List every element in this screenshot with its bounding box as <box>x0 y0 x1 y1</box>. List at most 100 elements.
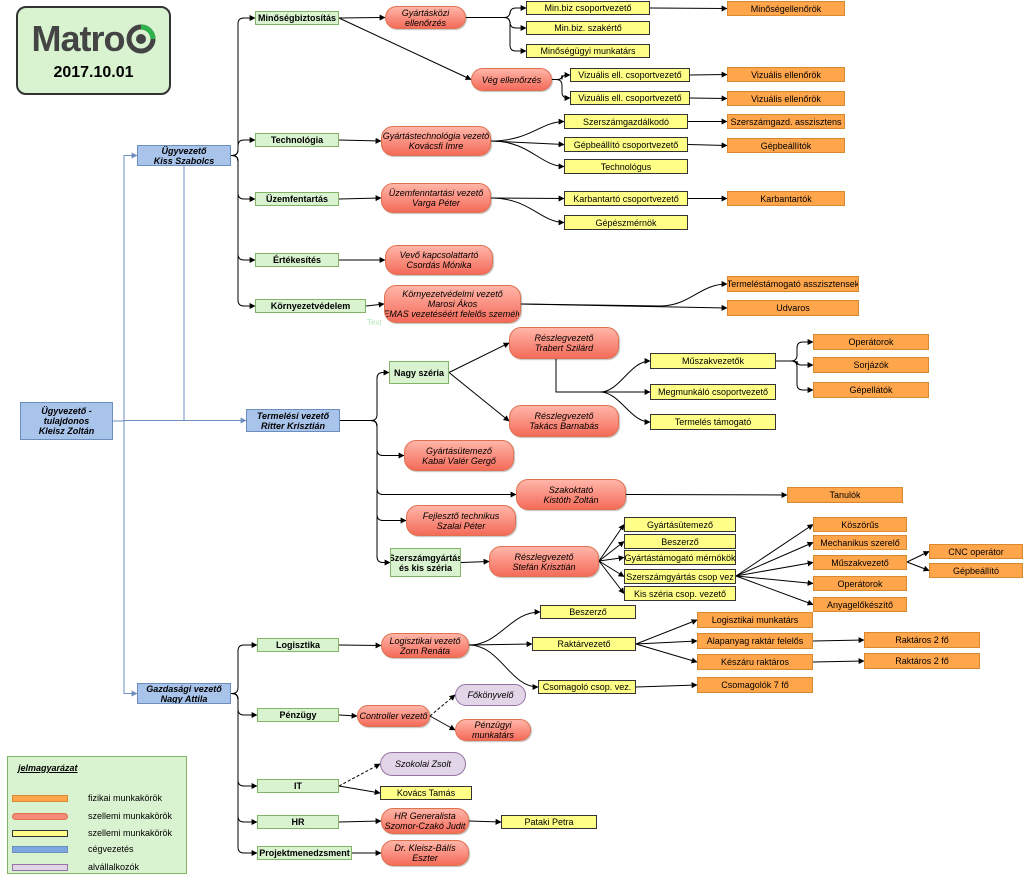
org-node-text: Vizuális ellenőrök <box>751 93 821 104</box>
org-node-text: Min.biz. szakértő <box>554 23 622 33</box>
org-node-big-series: Nagy széria <box>389 361 449 384</box>
connector <box>735 575 814 586</box>
org-node-maintainers: Karbantartók <box>727 191 845 206</box>
connector <box>687 142 728 149</box>
org-node-chief-acct: Főkönyvelő <box>455 684 526 706</box>
org-node-text: Dr. Kleisz-Bálís <box>394 843 456 853</box>
org-node-text: Kistóth Zoltán <box>543 494 599 505</box>
org-node-text: Gyártástámogató mérnökök <box>624 552 736 563</box>
org-node-text: Raktárvezető <box>557 639 611 649</box>
connector <box>520 303 728 311</box>
connector <box>599 358 651 393</box>
org-node-text: Kovács Tamás <box>396 788 456 798</box>
org-node-text: Gyártásközi <box>401 7 450 18</box>
org-node-text: Kabai Valér Gergő <box>422 455 496 466</box>
legend-item-office-pink: szellemi munkakörök <box>12 811 172 821</box>
connector <box>552 72 571 80</box>
connector <box>338 818 382 825</box>
connector <box>338 785 381 796</box>
org-node-prod-support: Termelés támogató <box>650 414 776 430</box>
org-node-text: Gépbeállító <box>952 565 1000 576</box>
org-node-log-buyer: Beszerző <box>540 605 636 619</box>
stray-text-label: Text <box>367 318 382 327</box>
legend-swatch-pink <box>12 812 68 820</box>
org-node-packing-lead: Csomagoló csop. vez. <box>538 680 636 694</box>
connector <box>635 682 698 689</box>
org-node-text: Fejlesztő technikus <box>422 510 500 521</box>
org-node-text: Controller vezető <box>359 711 428 721</box>
org-node-logistics: Logisztika <box>257 638 339 652</box>
org-node-text: Varga Péter <box>412 198 460 208</box>
connector <box>231 693 258 789</box>
org-node-text: Kis széria csop. vezető <box>633 588 727 599</box>
org-node-text: Alapanyag raktár felelős <box>706 636 804 646</box>
org-node-ts-buyer: Beszerző <box>624 534 736 549</box>
org-node-cleaners: Udvaros <box>727 300 859 316</box>
connector <box>338 712 358 719</box>
org-node-text: Projektmenedzsment <box>259 848 350 858</box>
connector <box>460 558 490 565</box>
connector <box>365 301 385 308</box>
org-node-text: Stefán Krisztián <box>512 561 576 572</box>
connector <box>598 524 625 562</box>
org-node-text: Minőségellenőrök <box>750 3 822 14</box>
org-node-wh-2a: Raktáros 2 fő <box>864 632 980 648</box>
connector <box>635 619 698 645</box>
org-node-machining-lead: Megmunkáló csoportvezető <box>650 384 776 400</box>
org-node-line-workers: Sorjázók <box>813 357 929 373</box>
connector <box>231 155 256 263</box>
org-node-mech-fitter: Mechanikus szerelő <box>813 535 907 550</box>
org-node-wh-2b: Raktáros 2 fő <box>864 653 980 669</box>
connector <box>340 420 407 524</box>
org-node-text: Gépbeállító csoportvezető <box>573 139 679 150</box>
org-node-text: Beszerző <box>661 536 699 547</box>
org-node-text: Részlegvezető <box>534 411 594 421</box>
connector <box>490 140 565 170</box>
org-node-qa-inspectors: Minőségellenőrök <box>727 1 845 16</box>
org-node-text: Csordás Mónika <box>406 260 472 270</box>
connector <box>735 541 814 577</box>
connector <box>448 342 510 373</box>
org-node-text: Kiss Szabolcs <box>153 155 215 166</box>
org-node-text: Technológus <box>600 161 652 172</box>
org-node-technologist: Technológus <box>564 159 688 174</box>
connector <box>448 372 510 422</box>
org-node-text: Szerszámgyártás <box>390 552 461 563</box>
org-node-text: Ritter Krisztián <box>260 420 325 431</box>
connector <box>231 693 258 856</box>
org-node-text: Min.biz csoportvezető <box>544 3 632 13</box>
org-node-qa-staff: Minőségügyi munkatárs <box>526 44 650 58</box>
org-node-text: Raktáros 2 fő <box>895 635 949 645</box>
legend-label: alvállalkozók <box>88 862 140 872</box>
connector <box>466 17 527 54</box>
org-node-text: Műszakvezető <box>831 557 889 568</box>
org-node-text: Pénzügy <box>279 710 317 720</box>
org-node-text: Gépészmérnök <box>595 217 657 228</box>
org-node-text: munkatárs <box>471 730 515 740</box>
org-node-text: Pataki Petra <box>524 817 574 827</box>
org-node-maint-group: Karbantartó csoportvezető <box>564 191 688 206</box>
connector <box>635 638 698 645</box>
org-node-apprentices: Tanulók <box>787 487 903 503</box>
org-node-text: Csomagolók 7 fő <box>721 680 789 690</box>
org-node-text: Kovácsfi Imre <box>408 141 464 151</box>
org-node-cnc-op: CNC operátor <box>929 544 1023 559</box>
connector <box>520 281 728 307</box>
connector <box>338 642 382 649</box>
org-node-text: Logisztikai vezető <box>389 635 461 646</box>
org-node-text: Termelés támogató <box>674 417 752 427</box>
connector <box>490 195 565 202</box>
legend-label: szellemi munkakörök <box>88 811 173 821</box>
org-node-text: tulajdonos <box>43 416 90 426</box>
connector <box>490 197 565 226</box>
org-node-text: Gazdasági vezető <box>146 683 222 694</box>
connector <box>689 95 728 102</box>
